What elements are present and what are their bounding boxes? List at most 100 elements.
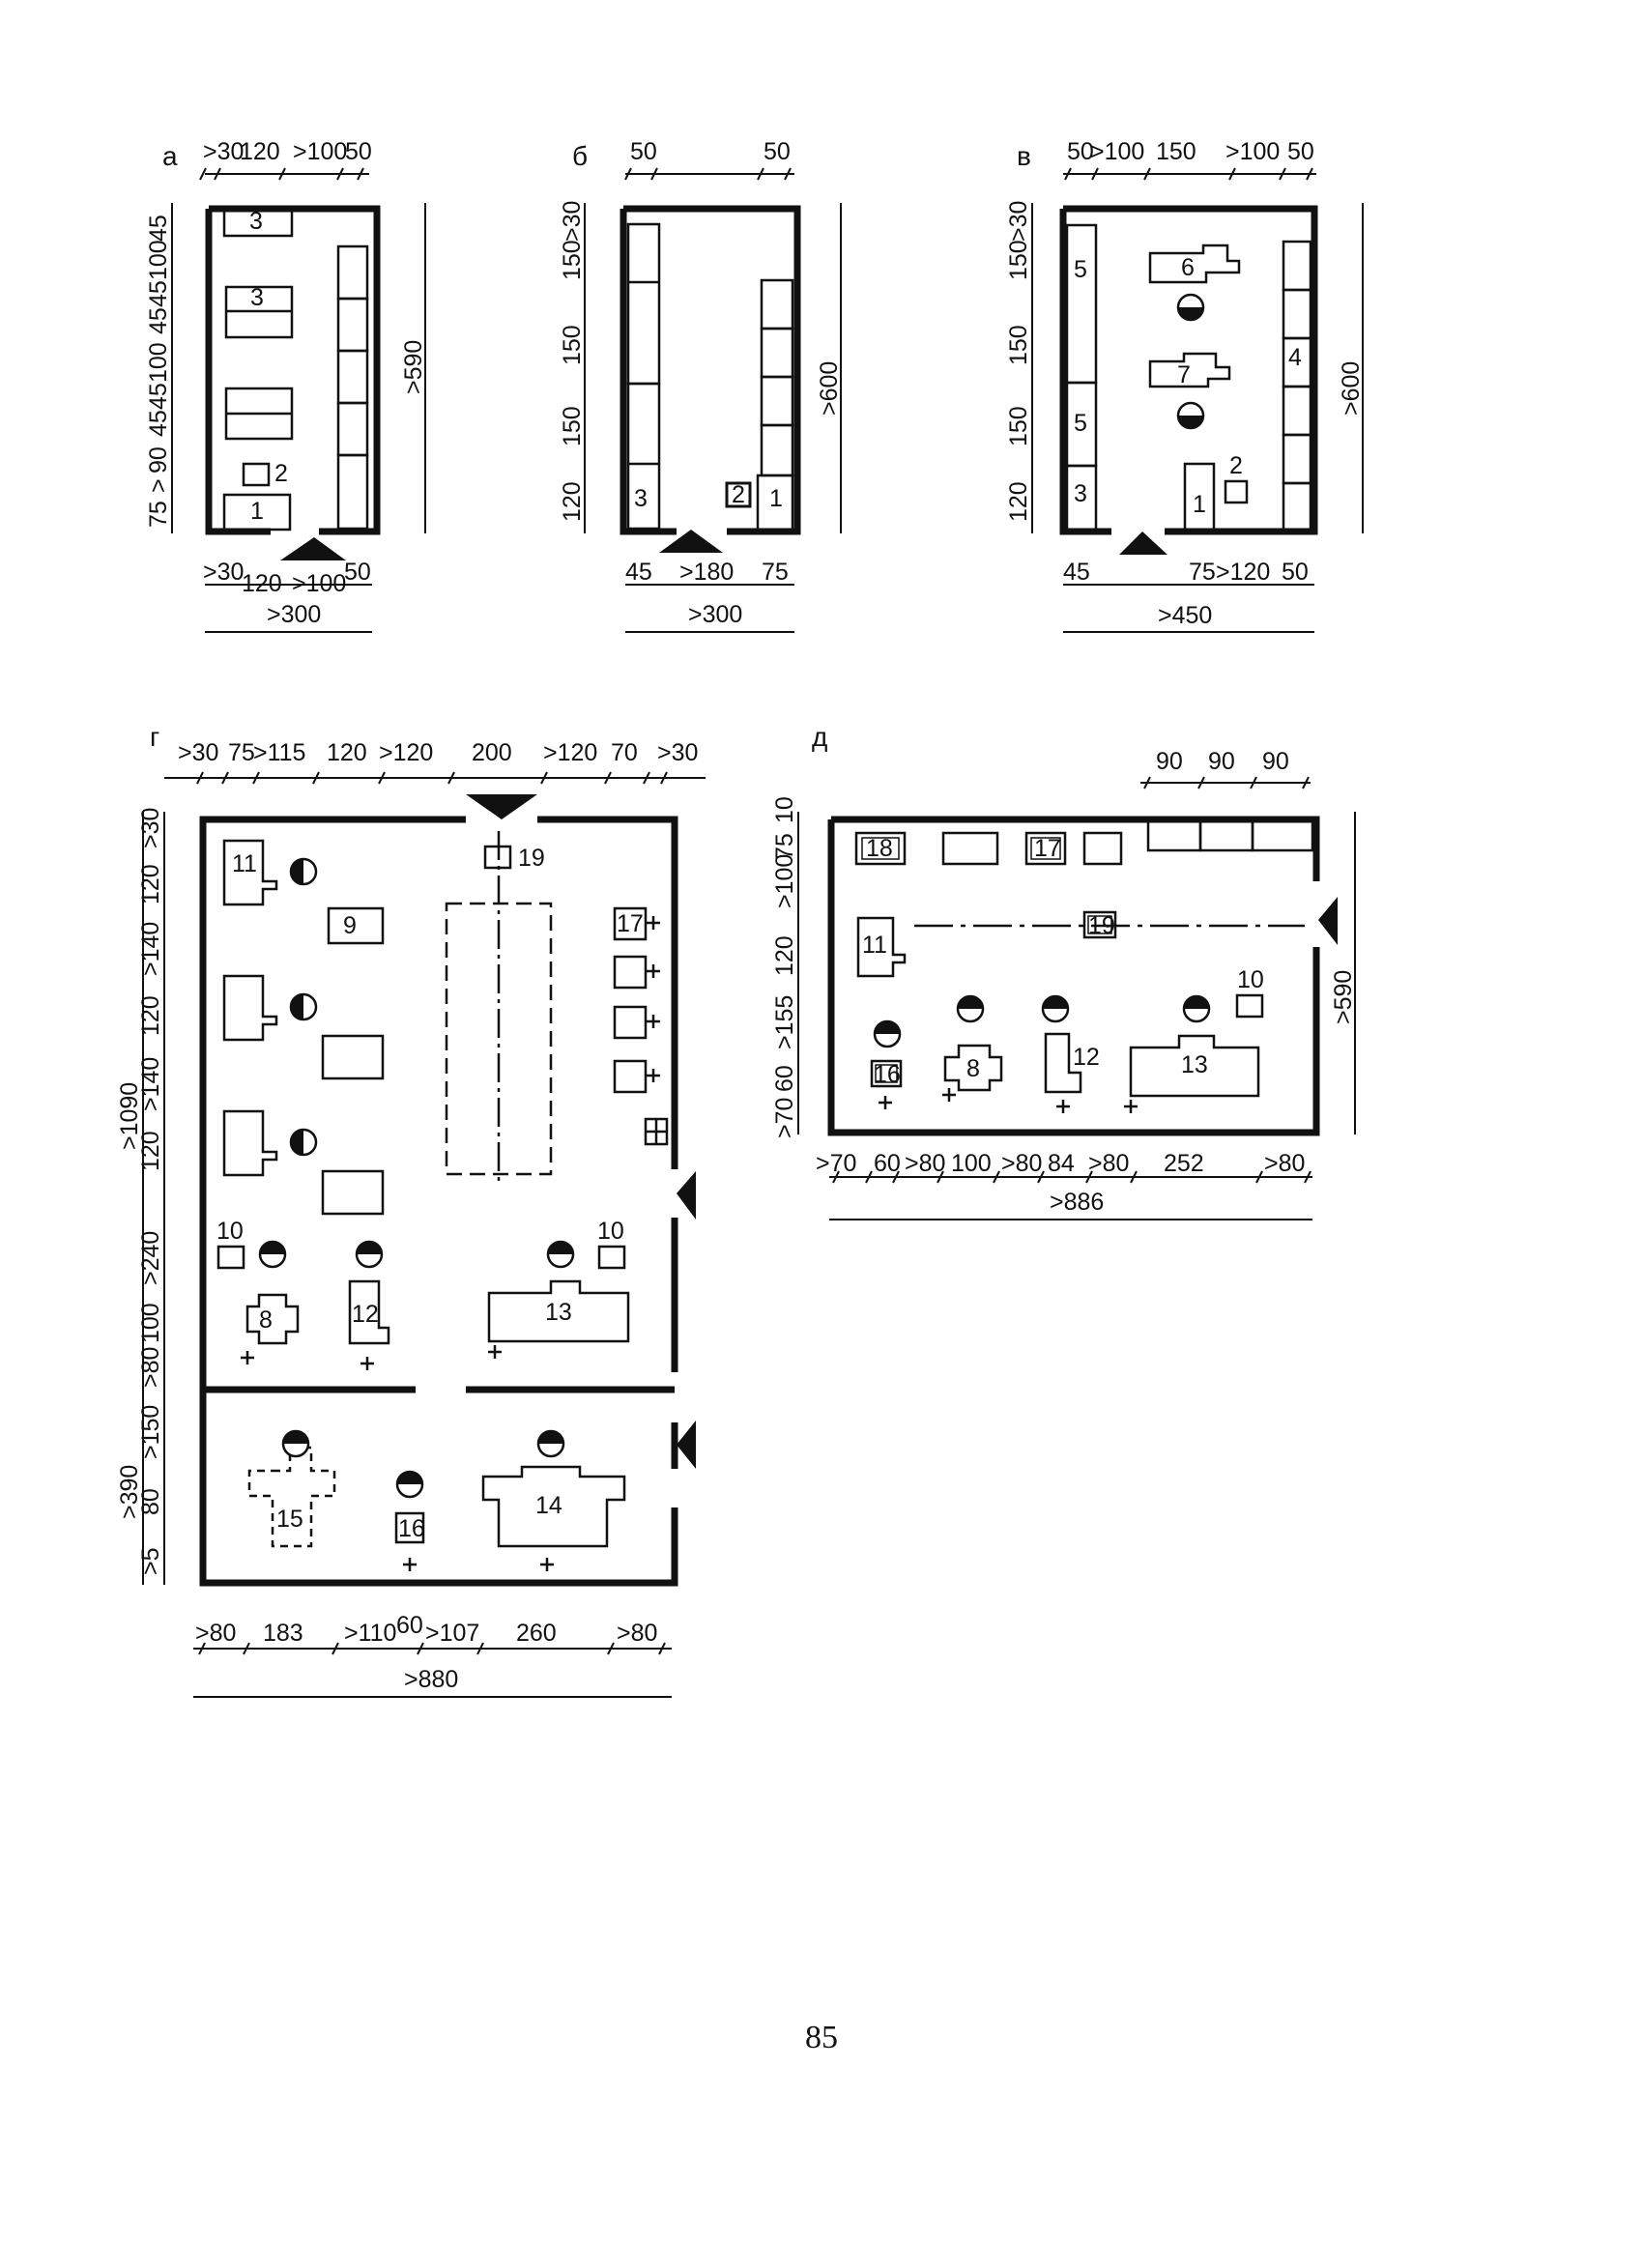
svg-text:>450: >450 bbox=[1158, 602, 1212, 629]
plan-g-lower-entrance-arrow-icon bbox=[677, 1421, 696, 1469]
svg-text:50: 50 bbox=[345, 138, 372, 165]
svg-text:120: 120 bbox=[771, 935, 798, 976]
plan-d-entrance-arrow-icon bbox=[1318, 897, 1338, 945]
svg-text:150: 150 bbox=[559, 325, 586, 365]
svg-text:3: 3 bbox=[634, 485, 648, 512]
svg-text:260: 260 bbox=[516, 1620, 557, 1647]
svg-text:10: 10 bbox=[216, 1218, 244, 1245]
svg-text:16: 16 bbox=[874, 1061, 901, 1088]
svg-text:90: 90 bbox=[1208, 748, 1235, 775]
svg-text:7: 7 bbox=[1177, 361, 1191, 388]
plan-v-entrance-arrow-icon bbox=[1119, 531, 1167, 555]
svg-text:19: 19 bbox=[518, 845, 545, 872]
svg-text:2: 2 bbox=[732, 481, 745, 508]
svg-text:>120: >120 bbox=[1216, 559, 1270, 586]
svg-text:4: 4 bbox=[1288, 344, 1302, 371]
plan-d: д 90 90 90 bbox=[771, 722, 1357, 1220]
svg-text:90: 90 bbox=[145, 446, 172, 474]
plan-g: г >30 75 >115 120 >120 200 >120 70 >30 bbox=[116, 722, 706, 1698]
svg-text:>240: >240 bbox=[137, 1231, 164, 1285]
svg-text:18: 18 bbox=[866, 835, 893, 862]
svg-text:>590: >590 bbox=[1330, 970, 1357, 1024]
plan-d-letter: д bbox=[812, 722, 827, 752]
svg-text:45: 45 bbox=[145, 410, 172, 437]
plan-a-bottom-dims: >30 120 >100 50 bbox=[203, 559, 371, 597]
svg-text:120: 120 bbox=[137, 864, 164, 904]
svg-text:120: 120 bbox=[242, 570, 282, 597]
svg-text:12: 12 bbox=[1073, 1044, 1100, 1071]
svg-text:10: 10 bbox=[771, 796, 798, 823]
page-number: 85 bbox=[805, 2020, 838, 2055]
svg-text:200: 200 bbox=[472, 739, 512, 766]
svg-text:150: 150 bbox=[1156, 138, 1196, 165]
svg-text:>30: >30 bbox=[203, 559, 244, 586]
svg-text:>80: >80 bbox=[195, 1620, 236, 1647]
plan-g-letter: г bbox=[150, 722, 159, 752]
plan-b-letter: б bbox=[572, 141, 588, 171]
svg-text:>1090: >1090 bbox=[116, 1082, 143, 1150]
plan-v-letter: в bbox=[1017, 141, 1031, 171]
svg-text:75: 75 bbox=[1189, 559, 1216, 586]
svg-text:>120: >120 bbox=[543, 739, 597, 766]
svg-text:120: 120 bbox=[240, 138, 280, 165]
svg-text:60: 60 bbox=[874, 1150, 901, 1177]
svg-text:1: 1 bbox=[250, 498, 264, 525]
plan-b-entrance-arrow-icon bbox=[659, 530, 723, 553]
svg-text:16: 16 bbox=[398, 1515, 425, 1542]
plan-g-side-entrance-arrow-icon bbox=[677, 1171, 696, 1220]
svg-text:45: 45 bbox=[145, 215, 172, 242]
svg-text:100: 100 bbox=[145, 342, 172, 383]
svg-text:150: 150 bbox=[559, 240, 586, 280]
svg-text:150: 150 bbox=[1005, 406, 1032, 446]
svg-text:>100: >100 bbox=[292, 570, 346, 597]
svg-text:75: 75 bbox=[228, 739, 255, 766]
svg-text:>100: >100 bbox=[1225, 138, 1280, 165]
svg-text:17: 17 bbox=[1034, 835, 1061, 862]
svg-text:9: 9 bbox=[343, 912, 357, 939]
svg-text:17: 17 bbox=[617, 910, 644, 937]
svg-text:13: 13 bbox=[545, 1299, 572, 1326]
svg-text:60: 60 bbox=[396, 1612, 423, 1639]
svg-text:50: 50 bbox=[1067, 138, 1094, 165]
plan-v-operator-icons bbox=[1176, 293, 1205, 430]
svg-text:>100: >100 bbox=[293, 138, 347, 165]
svg-text:90: 90 bbox=[1262, 748, 1289, 775]
svg-text:>180: >180 bbox=[679, 559, 734, 586]
plan-a-entrance-arrow-icon bbox=[280, 537, 346, 560]
svg-text:6: 6 bbox=[1181, 254, 1195, 281]
svg-text:10: 10 bbox=[1237, 966, 1264, 993]
svg-text:1: 1 bbox=[769, 485, 783, 512]
svg-text:8: 8 bbox=[966, 1055, 980, 1082]
svg-text:3: 3 bbox=[1074, 480, 1087, 507]
svg-text:3: 3 bbox=[250, 284, 264, 311]
svg-text:50: 50 bbox=[630, 138, 657, 165]
svg-text:5: 5 bbox=[1074, 410, 1087, 437]
plan-g-top-entrance-arrow-icon bbox=[466, 794, 537, 819]
svg-text:120: 120 bbox=[327, 739, 367, 766]
svg-text:>155: >155 bbox=[771, 995, 798, 1049]
svg-text:>80: >80 bbox=[905, 1150, 945, 1177]
svg-text:>886: >886 bbox=[1050, 1189, 1104, 1216]
plan-v: в 50 >100 150 >100 50 bbox=[1005, 138, 1365, 633]
svg-text:>80: >80 bbox=[1264, 1150, 1305, 1177]
plan-g-operator-icons bbox=[258, 857, 575, 1499]
svg-text:11: 11 bbox=[232, 850, 257, 877]
svg-text:>100: >100 bbox=[1090, 138, 1144, 165]
svg-text:75: 75 bbox=[771, 833, 798, 860]
svg-text:45: 45 bbox=[625, 559, 652, 586]
svg-text:>30: >30 bbox=[657, 739, 698, 766]
svg-text:84: 84 bbox=[1048, 1150, 1075, 1177]
svg-text:90: 90 bbox=[1156, 748, 1183, 775]
svg-text:2: 2 bbox=[274, 460, 288, 487]
svg-text:45: 45 bbox=[145, 383, 172, 410]
svg-text:12: 12 bbox=[352, 1301, 379, 1328]
svg-text:>115: >115 bbox=[253, 739, 305, 766]
svg-text:2: 2 bbox=[1229, 452, 1243, 479]
svg-text:120: 120 bbox=[559, 481, 586, 522]
svg-text:3: 3 bbox=[249, 208, 263, 235]
plan-a-top-dims: >30 120 >100 50 bbox=[203, 138, 372, 165]
svg-text:13: 13 bbox=[1181, 1051, 1208, 1078]
svg-text:183: 183 bbox=[263, 1620, 303, 1647]
